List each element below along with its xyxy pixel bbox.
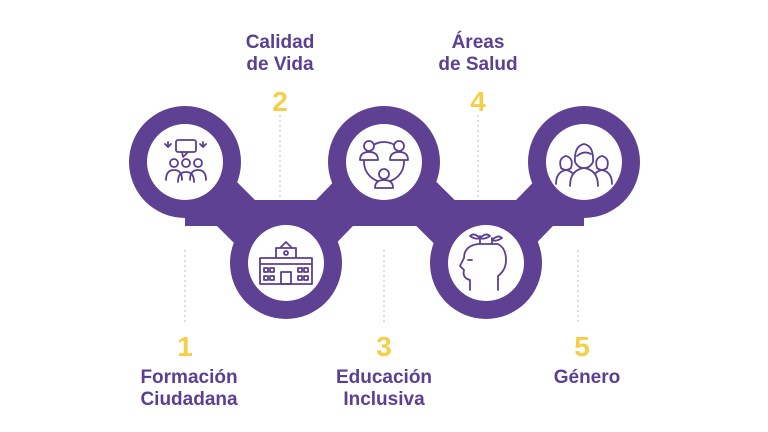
step-number-1: 1 bbox=[177, 331, 193, 362]
step-label-3: Educación Inclusiva bbox=[304, 367, 464, 411]
icon-circle-1 bbox=[147, 124, 223, 200]
women-group-icon bbox=[555, 143, 613, 187]
step-label-5: Género bbox=[507, 367, 667, 389]
step-label-1-line2: Ciudadana bbox=[140, 389, 238, 410]
step-label-4-line2: de Salud bbox=[438, 54, 518, 75]
connected-people-icon bbox=[359, 140, 409, 189]
step-label-5-line1: Género bbox=[553, 367, 621, 388]
step-number-4: 4 bbox=[470, 86, 486, 117]
discussion-group-icon bbox=[164, 139, 207, 183]
step-label-4: Áreas de Salud bbox=[398, 32, 558, 76]
step-number-3: 3 bbox=[376, 331, 392, 362]
building-icon bbox=[259, 241, 313, 285]
step-number-5: 5 bbox=[574, 331, 590, 362]
band-core bbox=[185, 200, 584, 226]
mind-growth-icon bbox=[459, 233, 507, 291]
dashed-connectors bbox=[184, 115, 579, 322]
step-label-3-line2: Inclusiva bbox=[343, 389, 425, 410]
icon-circle-2 bbox=[248, 225, 324, 301]
step-label-1-line1: Formación bbox=[140, 367, 238, 388]
step-number-2: 2 bbox=[272, 86, 288, 117]
step-label-3-line1: Educación bbox=[335, 367, 433, 388]
step-label-2-line1: Calidad bbox=[245, 32, 315, 53]
icon-circle-4 bbox=[448, 225, 524, 301]
step-label-1: Formación Ciudadana bbox=[109, 367, 269, 411]
step-label-4-line1: Áreas bbox=[451, 32, 505, 53]
step-label-2: Calidad de Vida bbox=[200, 32, 360, 76]
step-label-2-line2: de Vida bbox=[246, 54, 314, 75]
